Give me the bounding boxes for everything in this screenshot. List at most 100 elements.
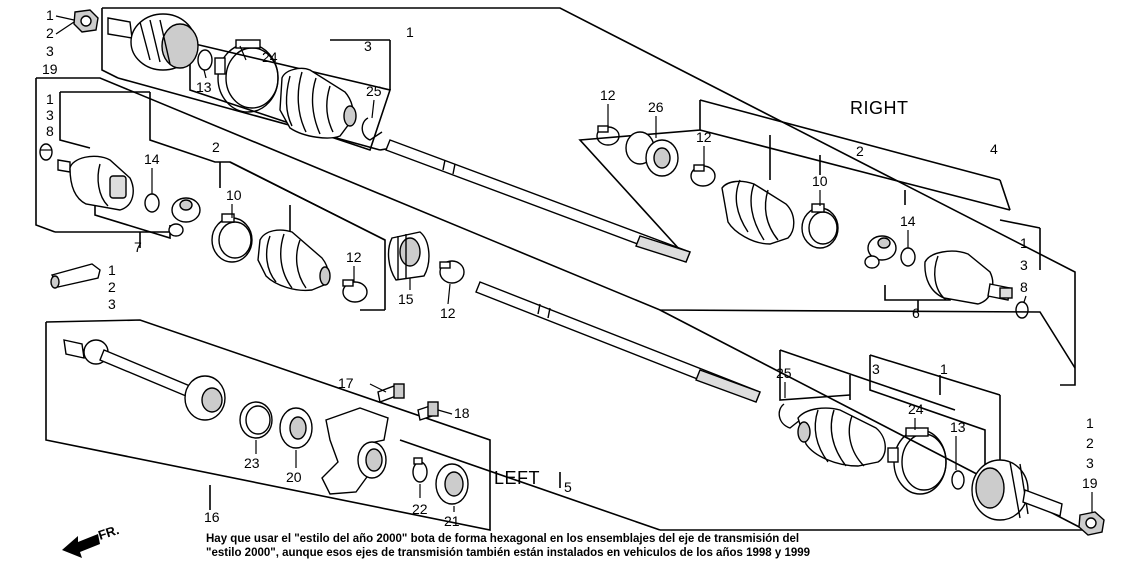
band-12-mid (439, 260, 465, 284)
callout-label: 22 (412, 501, 428, 517)
leader-lines (40, 15, 1093, 512)
callout-label: 4 (990, 141, 998, 157)
snap-ring-14-left (144, 193, 160, 213)
callout-label: 13 (950, 419, 966, 435)
bearing-support-bracket (321, 407, 389, 495)
boot-band-10-left (211, 213, 253, 263)
bearing-26 (625, 131, 679, 177)
boot-clamp-24 (214, 39, 279, 113)
callout-label: 2 (108, 279, 116, 295)
callout-label: 15 (398, 291, 414, 307)
callout-label: 19 (1082, 475, 1098, 491)
dynamic-damper-15 (387, 231, 430, 281)
left-side-label: LEFT (494, 468, 540, 488)
callout-label: 16 (204, 509, 220, 525)
band-12-left (342, 279, 368, 303)
tripod-joint-left (168, 197, 201, 237)
middle-long-shaft (475, 281, 761, 403)
band-12-right-b (690, 164, 716, 187)
outer-cv-joint-top-left (107, 13, 199, 71)
callout-label: 2 (856, 143, 864, 159)
half-shaft-16 (63, 339, 226, 421)
outer-cv-joint-bottom-right (971, 459, 1063, 521)
callout-label: 7 (134, 239, 142, 255)
cv-boot-bottom (797, 407, 886, 467)
bolt-18 (417, 401, 439, 421)
callout-label: 17 (338, 375, 354, 391)
callout-label: 10 (812, 173, 828, 189)
callout-label: 12 (696, 129, 712, 145)
band-12-right-a (596, 125, 620, 146)
callout-label: 1 (1086, 415, 1094, 431)
callout-label: 3 (872, 361, 880, 377)
inner-cv-housing-left (57, 155, 134, 211)
clip-25-bottom (778, 403, 801, 429)
callout-label: 5 (564, 479, 572, 495)
clip-25-top (361, 117, 383, 141)
callout-label: 2 (46, 25, 54, 41)
callout-label: 8 (46, 123, 54, 139)
callout-label: 1 (108, 262, 116, 278)
callout-label: 12 (600, 87, 616, 103)
callout-label: 24 (908, 401, 924, 417)
cv-boot-top (279, 67, 357, 139)
callout-label: 14 (144, 151, 160, 167)
snap-ring-8-right (1015, 301, 1029, 319)
bearing-20 (279, 407, 313, 449)
bolt-17 (377, 383, 405, 403)
callout-label: 25 (366, 83, 382, 99)
grease-tube-icon (50, 263, 101, 289)
callout-label: 14 (900, 213, 916, 229)
snap-ring-23 (239, 401, 273, 439)
callout-label: 19 (42, 61, 58, 77)
callout-label: 18 (454, 405, 470, 421)
callout-label: 1 (1020, 235, 1028, 251)
callout-label: 1 (406, 24, 414, 40)
boot-band-10-right (801, 203, 839, 249)
callout-label: 2 (212, 139, 220, 155)
snap-ring-8-left (39, 143, 53, 161)
front-direction-label: FR. (96, 522, 121, 543)
callout-label: 13 (196, 79, 212, 95)
callout-label: 12 (346, 249, 362, 265)
front-arrow-icon: FR. (62, 522, 121, 558)
callout-label: 12 (440, 305, 456, 321)
tripod-joint-right (864, 235, 897, 269)
callout-label: 3 (1086, 455, 1094, 471)
cv-boot-right (721, 179, 795, 245)
callout-label: 6 (912, 305, 920, 321)
callout-label: 3 (46, 107, 54, 123)
callout-numbers: 1 2 3 19 1 3 8 1 3 24 13 25 2 14 10 7 12… (42, 7, 1098, 529)
callout-label: 8 (1020, 279, 1028, 295)
snap-ring-13 (197, 49, 213, 71)
right-side-label: RIGHT (850, 98, 909, 118)
callout-label: 3 (1020, 257, 1028, 273)
inner-cv-housing-right (924, 250, 1013, 305)
callout-label: 25 (776, 365, 792, 381)
callout-label: 1 (940, 361, 948, 377)
callout-label: 2 (1086, 435, 1094, 451)
nut-icon-bottom (1078, 511, 1105, 536)
snap-ring-14-right (900, 247, 916, 267)
upper-long-shaft (385, 139, 691, 263)
boot-clamp-24-bottom (887, 427, 947, 495)
snap-ring-13-bottom (951, 470, 965, 490)
callout-label: 23 (244, 455, 260, 471)
callout-label: 1 (46, 91, 54, 107)
seal-21 (435, 463, 469, 505)
callout-label: 3 (364, 38, 372, 54)
snap-ring-22 (412, 457, 428, 483)
footnote-line-1: Hay que usar el "estilo del año 2000" bo… (206, 533, 800, 545)
footnote: Hay que usar el "estilo del año 2000" bo… (206, 532, 966, 560)
callout-label: 24 (262, 49, 278, 65)
cv-boot-left (257, 229, 331, 292)
callout-label: 3 (108, 296, 116, 312)
callout-label: 26 (648, 99, 664, 115)
section-labels: RIGHT LEFT (494, 98, 909, 488)
callout-label: 1 (46, 7, 54, 23)
footnote-line-2: "estilo 2000", aunque esos ejes de trans… (206, 547, 811, 559)
callout-label: 21 (444, 513, 460, 529)
callout-label: 3 (46, 43, 54, 59)
callout-label: 20 (286, 469, 302, 485)
